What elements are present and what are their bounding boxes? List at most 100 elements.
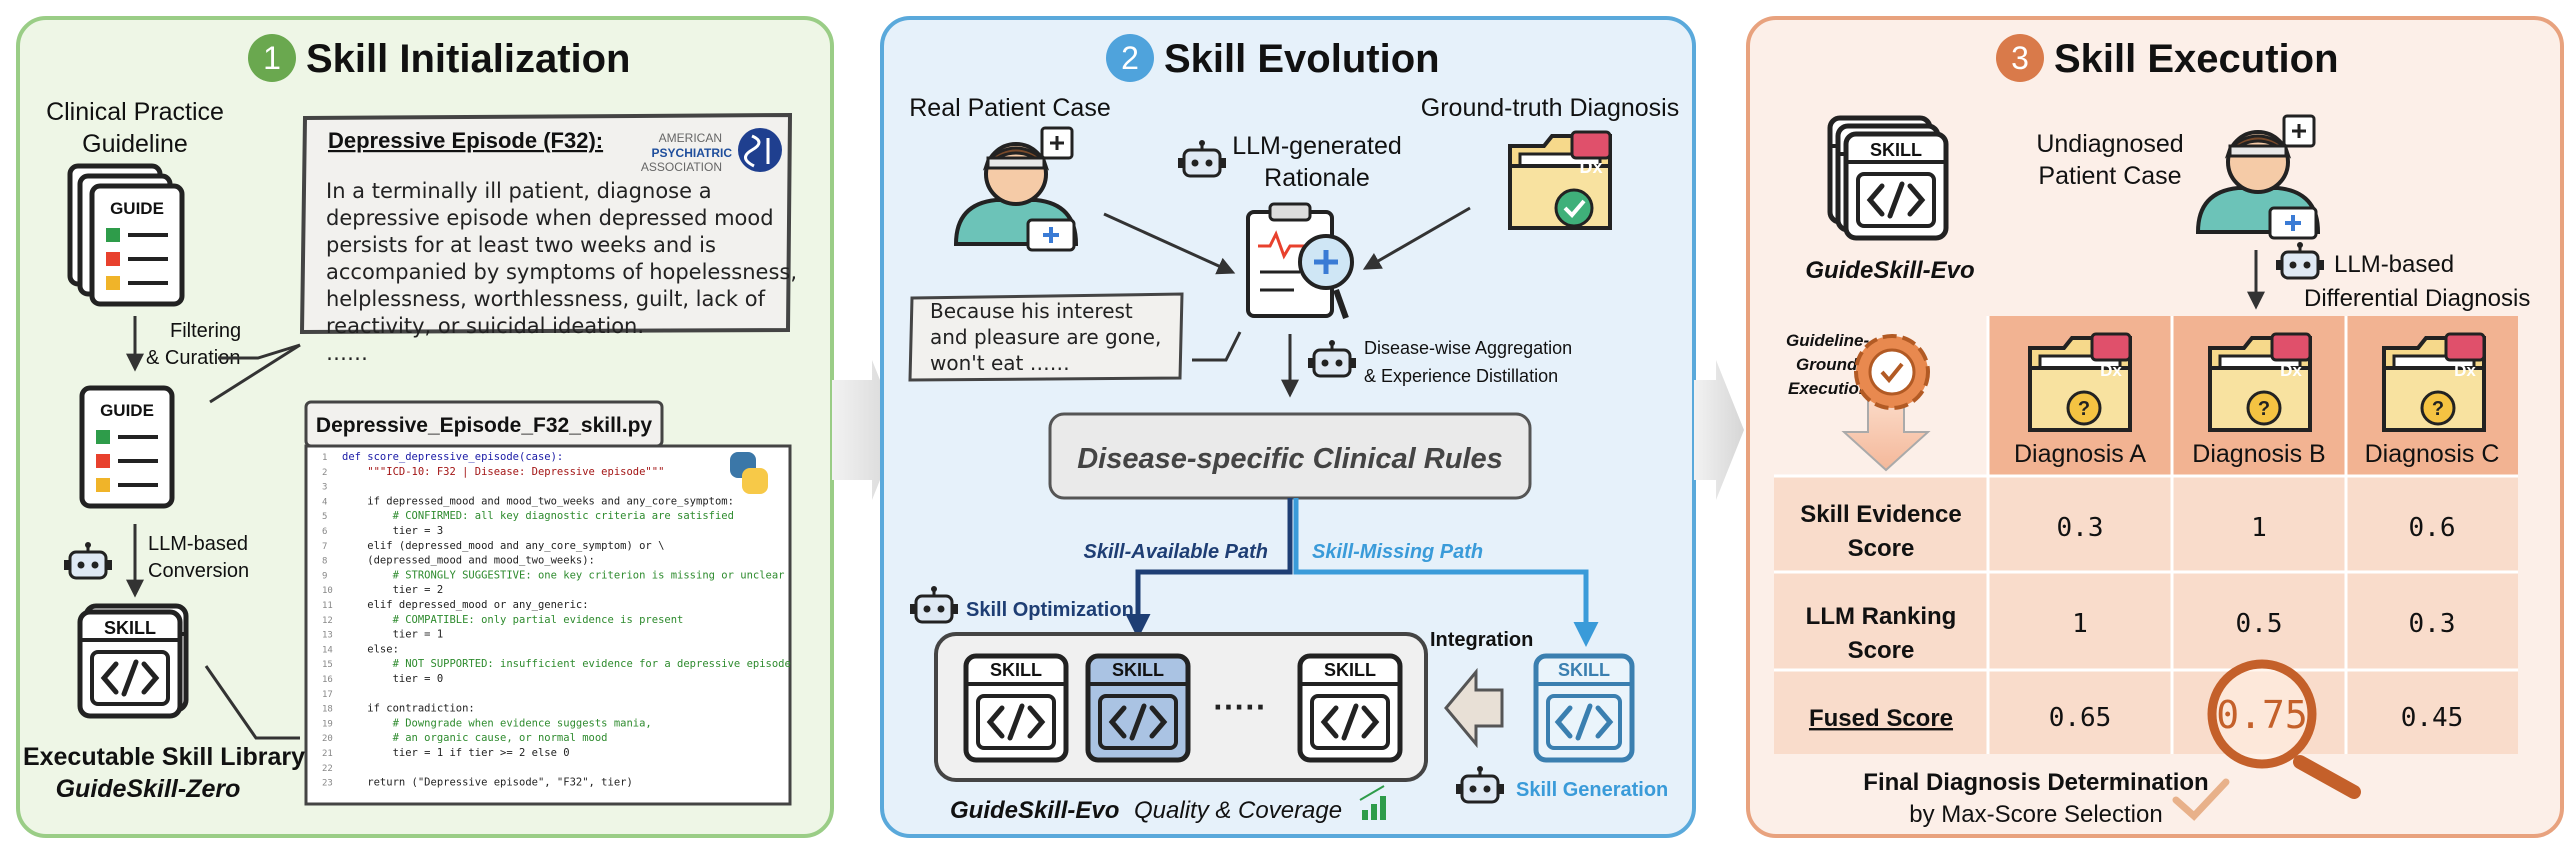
cell-fused-b-max: 0.75 [2216,693,2308,737]
card-line: …… [326,341,368,365]
code-line: """ICD-10: F32 | Disease: Depressive epi… [342,466,664,478]
svg-text:SKILL: SKILL [104,618,156,638]
code-line-number: 19 [322,719,333,729]
real-case-label: Real Patient Case [909,94,1111,122]
ellipsis: ····· [1213,689,1266,725]
guideline-label-line1: Clinical Practice [46,98,224,126]
diagnosis-b-label: Diagnosis B [2192,440,2325,468]
code-line-number: 14 [322,645,333,655]
apa-logo-line1: AMERICAN [659,131,722,145]
cell-ranking-a: 1 [2072,609,2088,639]
code-line: # NOT SUPPORTED: insufficient evidence f… [342,658,791,670]
code-line-number: 16 [322,675,333,685]
code-line-number: 3 [322,483,327,493]
panel-skill-execution: 3 Skill Execution SKILL GuideSkill-Evo U… [1746,16,2564,838]
code-line-number: 12 [322,616,333,626]
svg-text:Dx: Dx [1579,157,1602,177]
code-line-number: 10 [322,586,333,596]
grounded-label-1: Guideline- [1786,331,1869,350]
table-body-bg [1774,476,2518,754]
final-label-1: Final Diagnosis Determination [1863,769,2208,796]
dx-folder-icon: Dx [1508,130,1612,230]
step-number-2: 2 [1121,40,1139,76]
ground-truth-label: Ground-truth Diagnosis [1421,94,1679,122]
row-label-fused: Fused Score [1809,705,1953,732]
quality-coverage-label: Quality & Coverage [1134,797,1342,824]
code-line: def score_depressive_episode(case): [342,451,563,463]
available-path-label: Skill-Available Path [1083,541,1268,563]
diagnosis-a-label: Diagnosis A [2014,440,2146,468]
code-line: # STRONGLY SUGGESTIVE: one key criterion… [342,569,785,581]
panel-2-title: Skill Evolution [1164,37,1440,81]
svg-text:SKILL: SKILL [1558,660,1610,680]
code-line-number: 11 [322,601,333,611]
svg-text:GUIDE: GUIDE [100,401,154,420]
code-line: # COMPATIBLE: only partial evidence is p… [342,614,683,626]
code-line: if contradiction: [342,703,475,715]
code-line-number: 13 [322,631,333,641]
cell-evidence-b: 1 [2251,513,2267,543]
generation-label: Skill Generation [1516,779,1668,801]
code-line: elif (depressed_mood and any_core_sympto… [342,540,664,552]
row-label-ranking-1: LLM Ranking [1806,603,1957,630]
code-line-number: 8 [322,557,327,567]
code-line: if depressed_mood and mood_two_weeks and… [342,495,734,507]
rationale-note: Because his interest and pleasure are go… [908,292,1242,382]
integration-arrow [1444,667,1504,749]
guideskill-evo-label: GuideSkill-Evo [1805,257,1974,284]
code-line-number: 1 [322,453,327,463]
code-line-number: 7 [322,542,327,552]
code-line: else: [342,643,399,655]
filtering-label: Filtering [170,320,241,342]
card-line: reactivity, or suicidal ideation. [326,314,644,338]
step-number-3: 3 [2011,40,2029,76]
diagnosis-b-header: Dx ? Diagnosis B [2192,332,2326,468]
undiagnosed-label-1: Undiagnosed [2036,130,2183,158]
svg-text:GUIDE: GUIDE [110,199,164,218]
svg-text:?: ? [2258,398,2270,420]
guide-stack-icon: GUIDE [70,166,182,304]
rationale-label-1: LLM-generated [1232,132,1402,160]
curation-label: & Curation [146,347,241,369]
conversion-label-2: Conversion [148,560,249,582]
panel-skill-initialization: 1 Skill Initialization Clinical Practice… [16,16,834,838]
code-line-number: 17 [322,690,333,700]
code-line: tier = 1 if tier >= 2 else 0 [342,747,570,759]
gear-check-icon [1854,334,1930,410]
cell-ranking-b: 0.5 [2236,609,2283,639]
curated-guide-icon: GUIDE [82,388,172,506]
code-line-number: 22 [322,764,333,774]
card-line: In a terminally ill patient, diagnose a [326,179,712,203]
code-line-number: 20 [322,734,333,744]
step-badge-2 [1106,34,1154,82]
svg-text:Dx: Dx [2280,361,2302,380]
skill-icon: SKILL [1300,656,1400,760]
code-line: tier = 2 [342,584,443,596]
card-line: helplessness, worthlessness, guilt, lack… [326,287,766,311]
step-badge-3 [1996,34,2044,82]
code-line: return ("Depressive episode", "F32", tie… [342,777,633,789]
svg-text:?: ? [2432,398,2444,420]
code-line-number: 6 [322,527,327,537]
svg-text:SKILL: SKILL [1324,660,1376,680]
code-line-number: 5 [322,512,327,522]
aggregation-label-2: & Experience Distillation [1364,366,1558,386]
code-line: tier = 0 [342,673,443,685]
code-line: # Downgrade when evidence suggests mania… [342,717,652,729]
svg-text:SKILL: SKILL [990,660,1042,680]
rationale-label-2: Rationale [1264,164,1370,192]
diagnosis-c-header: Dx ? Diagnosis C [2365,332,2499,468]
library-label: Executable Skill Library [23,743,305,771]
final-label-2: by Max-Score Selection [1909,801,2162,828]
svg-text:SKILL: SKILL [1870,140,1922,160]
integration-label: Integration [1430,629,1533,651]
diagnosis-table: Dx ? Diagnosis A Dx ? Diagnosis B Dx ? D… [1774,316,2518,754]
clipboard-icon [1246,202,1354,320]
flow-arrow-2 [1694,360,1744,500]
svg-text:SKILL: SKILL [1112,660,1164,680]
apa-logo-line3: ASSOCIATION [641,160,722,174]
clinical-rules-label: Disease-specific Clinical Rules [1077,443,1503,475]
cell-evidence-a: 0.3 [2057,513,2104,543]
